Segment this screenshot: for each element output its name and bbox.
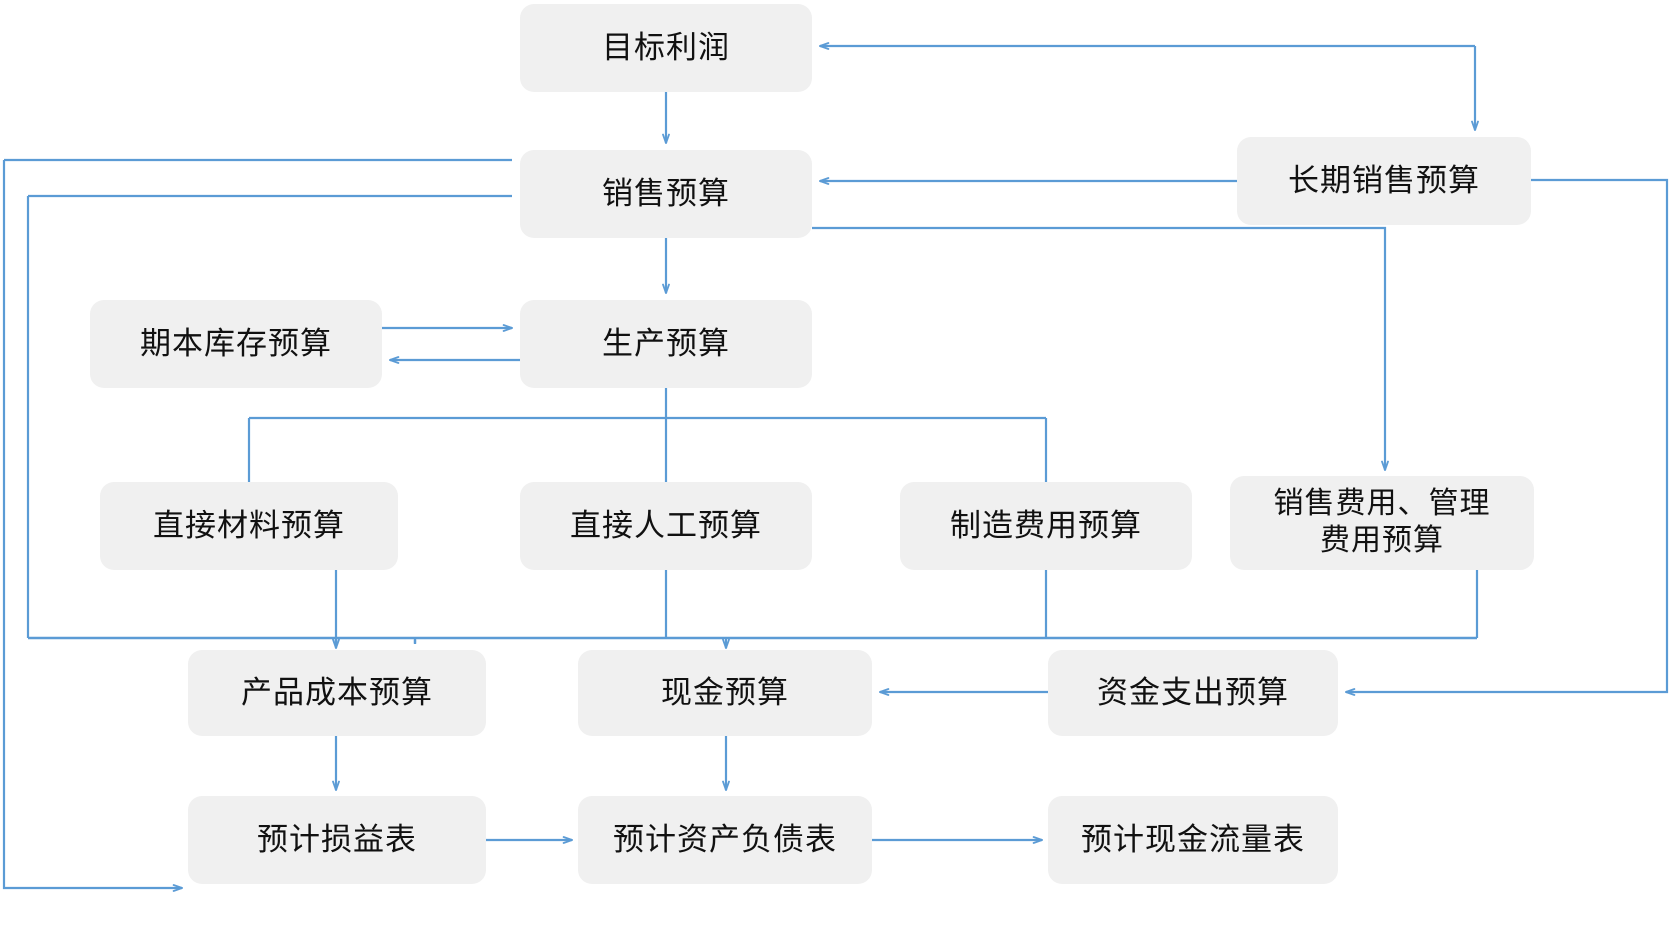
node-ending-inventory-budget[interactable]: 期本库存预算 [90, 300, 382, 388]
edge-long-term-to-capital-expend [1344, 178, 1669, 696]
node-projected-income-statement[interactable]: 预计损益表 [188, 796, 486, 884]
node-target-profit[interactable]: 目标利润 [520, 4, 812, 92]
edge-bus-taps [334, 640, 417, 644]
node-projected-cash-flow-statement[interactable]: 预计现金流量表 [1048, 796, 1338, 884]
node-direct-labor-budget[interactable]: 直接人工预算 [520, 482, 812, 570]
edge-sales-budget-to-selling-admin [812, 226, 1389, 472]
node-selling-admin-expense-budget[interactable]: 销售费用、管理 费用预算 [1230, 476, 1534, 570]
edge-outer-left-to-income-statement [2, 160, 184, 892]
node-manufacturing-overhead-budget[interactable]: 制造费用预算 [900, 482, 1192, 570]
node-product-cost-budget[interactable]: 产品成本预算 [188, 650, 486, 736]
node-capital-expenditure-budget[interactable]: 资金支出预算 [1048, 650, 1338, 736]
node-cash-budget[interactable]: 现金预算 [578, 650, 872, 736]
node-long-term-sales-budget[interactable]: 长期销售预算 [1237, 137, 1531, 225]
node-direct-material-budget[interactable]: 直接材料预算 [100, 482, 398, 570]
node-sales-budget[interactable]: 销售预算 [520, 150, 812, 238]
node-production-budget[interactable]: 生产预算 [520, 300, 812, 388]
node-projected-balance-sheet[interactable]: 预计资产负债表 [578, 796, 872, 884]
